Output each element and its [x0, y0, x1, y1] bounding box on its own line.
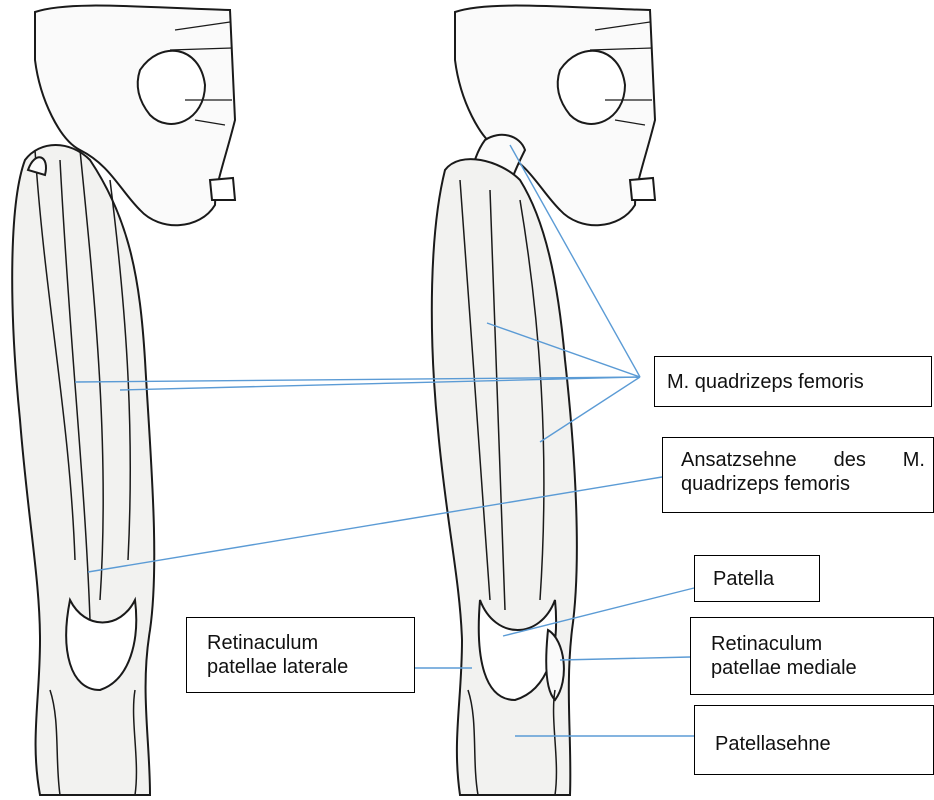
label-retinaculum-mediale: Retinaculum patellae mediale	[690, 617, 934, 695]
label-text: Patellasehne	[715, 732, 933, 756]
label-text-line1: Retinaculum	[711, 632, 933, 656]
label-retinaculum-laterale: Retinaculum patellae laterale	[186, 617, 415, 693]
label-text-line1: Ansatzsehne des M.	[681, 448, 925, 472]
label-quadrizeps-femoris: M. quadrizeps femoris	[654, 356, 932, 407]
label-patella: Patella	[694, 555, 820, 602]
right-leg-drawing	[432, 6, 655, 795]
leader-ret-med	[560, 657, 690, 660]
label-text: Patella	[713, 567, 819, 591]
label-text-line2: patellae mediale	[711, 656, 933, 680]
label-text-line1: Retinaculum	[207, 631, 414, 655]
label-text: M. quadrizeps femoris	[667, 370, 931, 394]
label-ansatzsehne: Ansatzsehne des M. quadrizeps femoris	[662, 437, 934, 513]
left-thigh	[12, 145, 154, 795]
label-text-line2: patellae laterale	[207, 655, 414, 679]
label-patellasehne: Patellasehne	[694, 705, 934, 775]
label-text-line2: quadrizeps femoris	[681, 472, 925, 496]
